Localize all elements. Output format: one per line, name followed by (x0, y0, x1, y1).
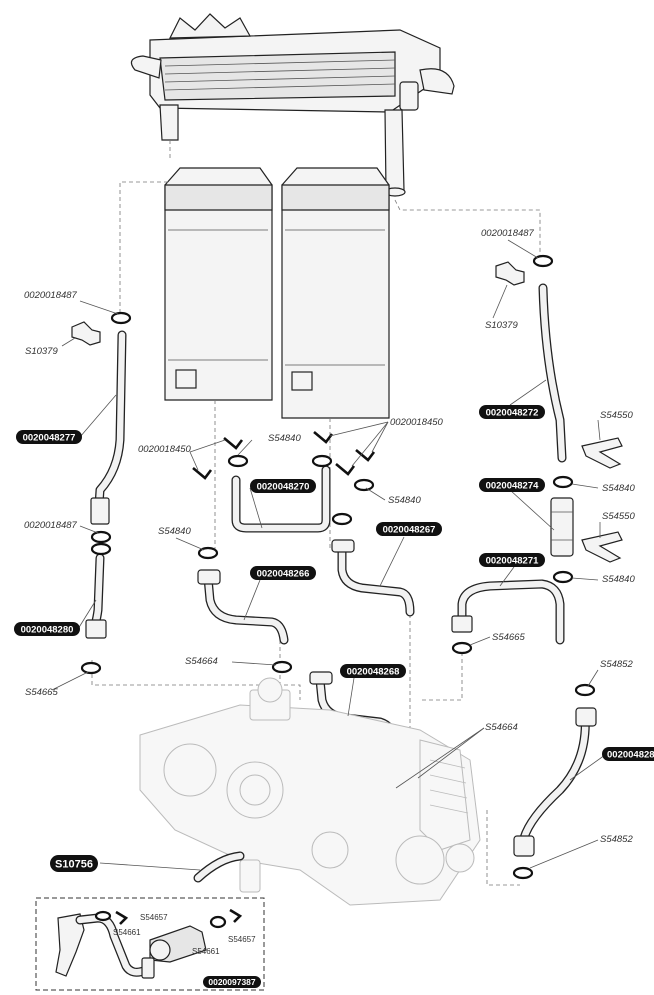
combustion-chambers (164, 167, 390, 419)
svg-text:0020048271: 0020048271 (486, 556, 540, 567)
label-s10379-left: S10379 (25, 346, 58, 357)
svg-text:0020048266: 0020048266 (257, 569, 310, 580)
label-s54852-bottom: S54852 (600, 834, 633, 845)
svg-text:0020048277: 0020048277 (23, 433, 76, 444)
label-0020018487-left-mid: 0020018487 (24, 520, 78, 531)
svg-text:0020048267: 0020048267 (383, 525, 436, 536)
tag-s10756: S10756 (50, 855, 98, 872)
tag-0020048268: 0020048268 (340, 664, 406, 678)
hose-s10756 (193, 851, 245, 883)
tag-0020097387: 0020097387 (203, 976, 261, 988)
svg-text:0020048282: 0020048282 (607, 750, 654, 761)
tag-0020048280: 0020048280 (14, 622, 80, 636)
heat-exchanger (130, 13, 455, 197)
inset-kit (35, 897, 265, 991)
svg-text:0020048272: 0020048272 (486, 408, 539, 419)
label-s54550-top: S54550 (600, 410, 633, 421)
label-0020018487-left-top: 0020018487 (24, 290, 78, 301)
tag-0020048282: 0020048282 (602, 747, 654, 761)
tag-0020048271: 0020048271 (479, 553, 545, 567)
svg-text:0020097387: 0020097387 (208, 977, 256, 987)
label-s54840-top: S54840 (268, 433, 301, 444)
label-0020018450-left: 0020018450 (138, 444, 192, 455)
label-s54665-right: S54665 (492, 632, 525, 643)
svg-text:S10756: S10756 (55, 859, 93, 871)
label-s54661-b: S54661 (192, 947, 220, 956)
pipe-267 (331, 539, 415, 617)
label-s54664-left: S54664 (185, 656, 218, 667)
label-s54664-right: S54664 (485, 722, 518, 733)
svg-text:0020048268: 0020048268 (347, 667, 400, 678)
label-s54550-bottom: S54550 (602, 511, 635, 522)
tag-0020048270: 0020048270 (250, 479, 316, 493)
tag-0020048277: 0020048277 (16, 430, 82, 444)
label-s54657-b: S54657 (228, 935, 256, 944)
tag-0020048267: 0020048267 (376, 522, 442, 536)
tag-0020048274: 0020048274 (479, 478, 545, 492)
label-s54840-left: S54840 (158, 526, 191, 537)
svg-text:0020048274: 0020048274 (486, 481, 540, 492)
label-s10379-right: S10379 (485, 320, 518, 331)
tag-0020048272: 0020048272 (479, 405, 545, 419)
hydraulic-block (139, 677, 481, 906)
svg-text:0020048270: 0020048270 (257, 482, 310, 493)
svg-text:0020048280: 0020048280 (21, 625, 74, 636)
label-s54661-a: S54661 (113, 928, 141, 937)
pipe-266 (197, 546, 293, 674)
u-pipe-270 (227, 454, 375, 533)
left-pipes (71, 311, 132, 675)
leader-lines (51, 239, 606, 871)
label-0020018450-right: 0020018450 (390, 417, 444, 428)
label-s54840-mid: S54840 (388, 495, 421, 506)
label-s54840-right-2: S54840 (602, 574, 635, 585)
right-pipes (451, 254, 623, 880)
tag-0020048266: 0020048266 (250, 566, 316, 580)
label-s54657-a: S54657 (140, 913, 168, 922)
label-s54852-top: S54852 (600, 659, 633, 670)
label-s54665-left: S54665 (25, 687, 58, 698)
label-0020018487-right: 0020018487 (481, 228, 535, 239)
label-s54840-right-1: S54840 (602, 483, 635, 494)
clips-450 (192, 431, 376, 480)
